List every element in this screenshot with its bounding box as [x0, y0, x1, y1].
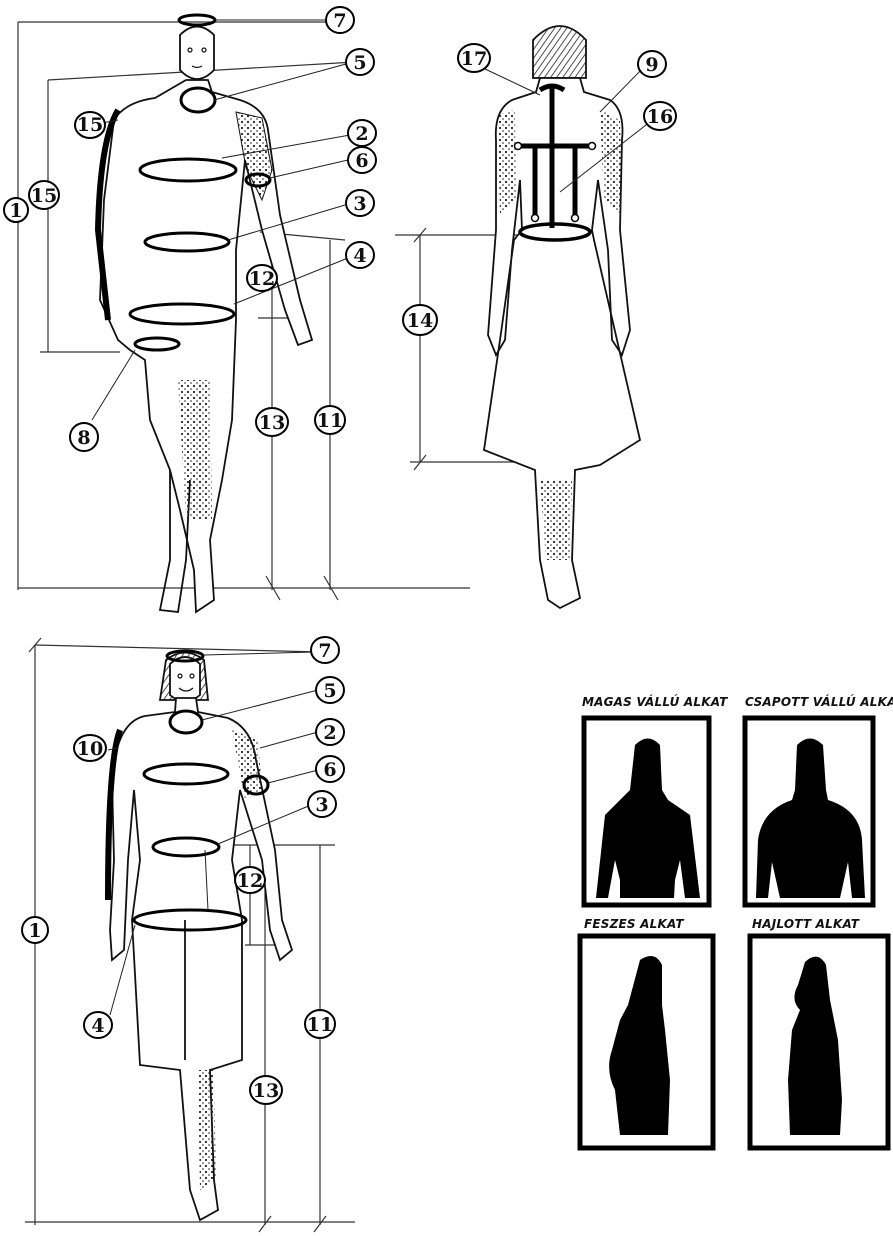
marker-5: 5 [316, 677, 344, 703]
marker-3: 3 [346, 190, 374, 216]
marker-12: 12 [235, 867, 265, 893]
marker-15-height: 15 [29, 181, 59, 209]
body-type-panel-sloped-shoulder: CSAPOTT VÁLLÚ ALKAT [745, 694, 893, 905]
marker-7: 7 [326, 7, 354, 33]
svg-text:3: 3 [353, 193, 366, 215]
marker-6: 6 [316, 756, 344, 782]
marker-5: 5 [346, 49, 374, 75]
svg-text:15: 15 [31, 185, 57, 207]
marker-4: 4 [346, 242, 374, 268]
svg-text:4: 4 [91, 1015, 104, 1037]
body-type-panels: MAGAS VÁLLÚ ALKAT CSAPOTT VÁLLÚ ALKAT FE… [580, 694, 893, 1148]
svg-text:2: 2 [355, 123, 368, 145]
svg-text:7: 7 [318, 640, 331, 662]
svg-text:17: 17 [461, 48, 487, 70]
body-type-caption: HAJLOTT ALKAT [752, 917, 860, 931]
svg-text:14: 14 [407, 310, 433, 332]
marker-3: 3 [308, 791, 336, 817]
svg-text:7: 7 [333, 10, 346, 32]
marker-8: 8 [70, 423, 98, 451]
svg-text:11: 11 [307, 1014, 333, 1036]
body-type-panel-erect: FESZES ALKAT [580, 917, 713, 1148]
svg-text:9: 9 [645, 54, 658, 76]
marker-7: 7 [311, 637, 339, 663]
svg-text:6: 6 [355, 150, 368, 172]
svg-text:3: 3 [315, 794, 328, 816]
svg-text:10: 10 [77, 738, 103, 760]
front-female-figure [25, 638, 355, 1232]
marker-2: 2 [348, 120, 376, 146]
svg-text:1: 1 [9, 200, 22, 222]
body-type-panel-high-shoulder: MAGAS VÁLLÚ ALKAT [582, 694, 728, 905]
marker-1: 1 [4, 198, 28, 222]
marker-6: 6 [348, 147, 376, 173]
body-type-caption: MAGAS VÁLLÚ ALKAT [582, 694, 728, 709]
marker-13: 13 [250, 1076, 282, 1104]
body-type-caption: FESZES ALKAT [584, 917, 684, 931]
marker-1: 1 [22, 917, 48, 943]
marker-4: 4 [84, 1012, 112, 1038]
svg-text:16: 16 [647, 106, 673, 128]
marker-13: 13 [256, 408, 288, 436]
marker-17: 17 [458, 44, 490, 72]
svg-text:15: 15 [77, 114, 103, 136]
svg-text:5: 5 [323, 680, 336, 702]
svg-text:6: 6 [323, 759, 336, 781]
body-type-caption: CSAPOTT VÁLLÚ ALKAT [745, 694, 893, 709]
marker-11: 11 [305, 1010, 335, 1038]
svg-text:12: 12 [249, 268, 275, 290]
front-female-leg-shading [198, 1070, 216, 1190]
marker-14: 14 [403, 305, 437, 335]
back-female-arm-shading-left [498, 110, 516, 215]
svg-text:4: 4 [353, 245, 366, 267]
front-male-body [100, 27, 312, 613]
marker-12: 12 [247, 265, 277, 291]
marker-15: 15 [75, 112, 105, 138]
svg-text:8: 8 [77, 427, 90, 449]
svg-text:13: 13 [253, 1080, 279, 1102]
front-male-figure [18, 15, 470, 612]
svg-text:1: 1 [28, 920, 41, 942]
marker-10: 10 [74, 735, 106, 761]
marker-9: 9 [638, 51, 666, 77]
svg-text:12: 12 [237, 870, 263, 892]
svg-text:5: 5 [353, 52, 366, 74]
svg-text:2: 2 [323, 722, 336, 744]
body-type-panel-stooped: HAJLOTT ALKAT [750, 917, 888, 1148]
svg-text:13: 13 [259, 412, 285, 434]
marker-2: 2 [316, 719, 344, 745]
marker-11: 11 [315, 406, 345, 434]
svg-text:11: 11 [317, 410, 343, 432]
marker-16: 16 [644, 102, 676, 130]
